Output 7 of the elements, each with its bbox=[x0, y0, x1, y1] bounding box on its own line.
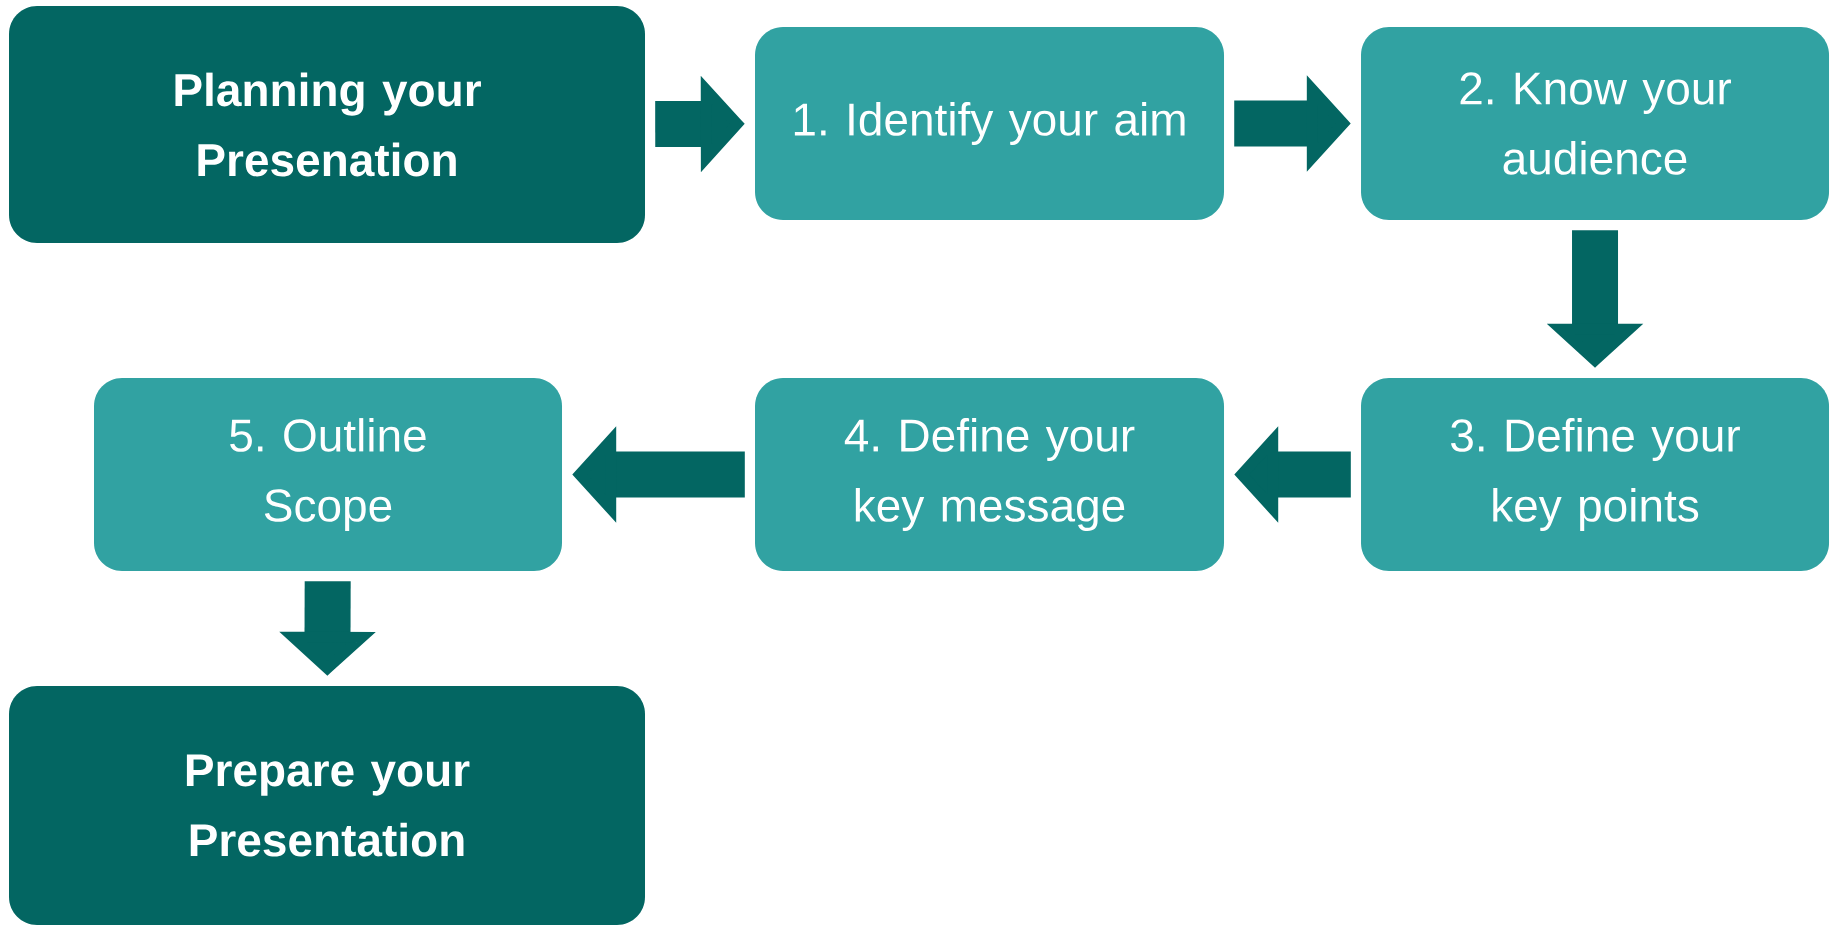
step-box: 4. Define your key message bbox=[755, 378, 1224, 571]
title-box: Planning your Presenation bbox=[9, 6, 645, 243]
step-box: 5. Outline Scope bbox=[94, 378, 562, 571]
title-box: Prepare your Presentation bbox=[9, 686, 645, 925]
step-box: 3. Define your key points bbox=[1361, 378, 1830, 571]
step-box: 1. Identify your aim bbox=[755, 27, 1224, 220]
step-box: 2. Know your audience bbox=[1361, 27, 1830, 220]
